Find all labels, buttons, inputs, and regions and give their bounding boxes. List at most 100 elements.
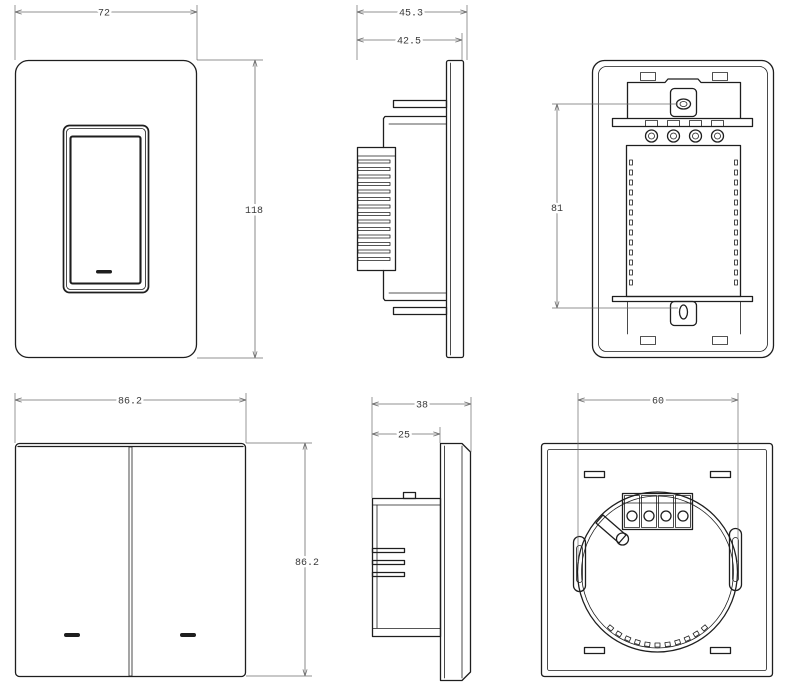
dimension-label: 72 [98, 9, 110, 20]
vent-slot [629, 229, 633, 236]
terminal [641, 495, 657, 528]
retaining-tooth [624, 635, 632, 642]
terminal-block-base [621, 492, 694, 531]
terminal-screws [644, 120, 725, 143]
wall-plate-outline [14, 59, 198, 359]
terminal-screw-icon [660, 510, 672, 522]
switch-panel-outline [14, 442, 247, 678]
left-side-clip [572, 535, 587, 593]
side-rib [371, 571, 406, 578]
mounting-screw-top [392, 99, 448, 109]
cooling-fin [357, 197, 391, 201]
terminal-clamp [711, 120, 724, 127]
mounting-ring [576, 491, 739, 653]
wall-plate-outline [591, 59, 775, 359]
terminal-screw-icon [643, 510, 655, 522]
clip-slot-top-left [583, 470, 606, 479]
dimension-eu-side-body-depth: 25 [372, 427, 441, 444]
rocker-bezel [62, 124, 150, 294]
terminal-screw-head [692, 132, 699, 140]
dimension-eu-front-height: 86.2 [246, 442, 322, 677]
left-indicator-light [64, 633, 80, 637]
mounting-screw-bottom [392, 306, 448, 316]
vent-slot [629, 189, 633, 196]
terminal-screw-icon [644, 129, 659, 143]
clip-slot-top-right [709, 470, 732, 479]
wall-plate-profile [445, 59, 465, 359]
dimension-eu-front-width: 86.2 [14, 393, 247, 443]
rocker-bezel-inner [66, 128, 146, 290]
terminal-screw-head [670, 132, 677, 140]
vent-slot [629, 209, 633, 216]
vent-slot [734, 239, 738, 246]
vent-slot [629, 269, 633, 276]
retaining-tooth [692, 630, 700, 638]
indicator-light [96, 270, 112, 274]
dimension-label: 25 [398, 431, 410, 442]
support-post [595, 514, 627, 544]
terminal-flange [611, 117, 754, 128]
cooling-fin [357, 159, 391, 164]
vent-slot [734, 169, 738, 176]
terminal [675, 495, 691, 528]
us-switch-side-view [356, 59, 465, 359]
plate-clip-top-right [712, 72, 728, 81]
retaining-tooth [654, 642, 661, 648]
housing-vent-slots [629, 159, 738, 286]
left-clip-inner [576, 545, 583, 583]
cooling-fin [357, 219, 391, 224]
cooling-fin [357, 204, 391, 209]
cooling-fin [357, 167, 391, 171]
terminal [624, 495, 640, 528]
vent-slot [734, 199, 738, 206]
body-bottom-bracket [382, 269, 447, 302]
dimension-back-mounting-spacing: 81 [548, 103, 678, 309]
terminal-clamp [667, 120, 680, 127]
yoke-bottom-sides [627, 301, 741, 335]
housing-box [371, 497, 442, 638]
us-switch-back-view [591, 59, 775, 359]
yoke-bottom-tab [669, 300, 698, 327]
terminal-clamp [689, 120, 702, 127]
dimension-front-width: 72 [14, 5, 198, 60]
plate-clip-bottom-left [640, 336, 656, 345]
housing-box [356, 146, 397, 272]
yoke-screw-tab [669, 87, 698, 118]
ring-teeth [606, 624, 709, 648]
us-switch-front-view [14, 59, 198, 359]
retaining-tooth [634, 639, 641, 646]
dimension-label: 86.2 [295, 558, 319, 569]
vent-slot [734, 279, 738, 286]
vent-slot [629, 179, 633, 186]
vent-slot [629, 159, 633, 166]
terminal-screw-icon [626, 510, 638, 522]
terminal-block [621, 492, 694, 531]
vent-slot [629, 249, 633, 256]
cooling-fin [357, 174, 391, 179]
vent-slot [629, 239, 633, 246]
plate-clip-top-left [640, 72, 656, 81]
cooling-fin [357, 182, 391, 186]
retaining-tooth [615, 630, 623, 638]
bottom-flange [611, 295, 754, 303]
vent-slot [734, 179, 738, 186]
right-indicator-light [180, 633, 196, 637]
rocker-key [69, 135, 142, 285]
vent-slot [629, 259, 633, 266]
support-post-end [615, 532, 630, 546]
eu-switch-side-view [371, 442, 472, 682]
cooling-fin [357, 242, 391, 246]
right-side-clip [728, 527, 743, 592]
yoke-screw-slot [675, 98, 692, 110]
dimension-side-body-depth: 42.5 [357, 33, 463, 60]
plate-clip-bottom-right [712, 336, 728, 345]
key-divider [128, 446, 133, 677]
vent-slot [734, 249, 738, 256]
dimension-label: 86.2 [118, 397, 142, 408]
cooling-fins [357, 159, 391, 261]
panel-back-outline [540, 442, 774, 678]
cooling-fin [357, 249, 391, 254]
vent-slot [629, 279, 633, 286]
housing-box [625, 144, 742, 298]
terminal-screw-head [648, 132, 655, 140]
